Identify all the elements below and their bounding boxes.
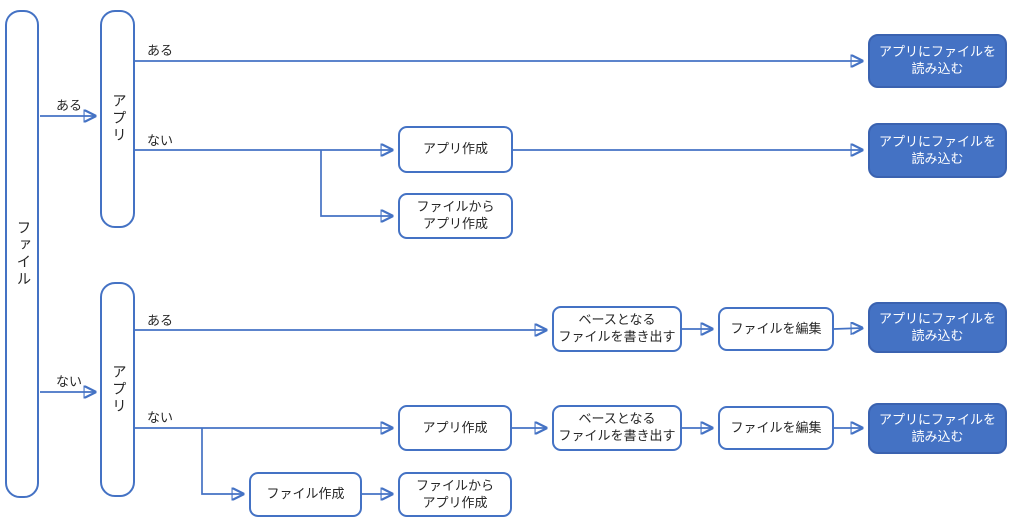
node-create-app-from-file-bottom-label: ファイルから アプリ作成: [415, 477, 494, 510]
node-export-base-top: ベースとなる ファイルを書き出す: [552, 306, 682, 352]
node-create-app-from-file-top-label: ファイルから アプリ作成: [416, 199, 495, 231]
edge-label-file-yes: ある: [56, 98, 83, 113]
node-edit-file-bottom: ファイルを編集: [718, 406, 834, 450]
edge-edit-top-to-load3: [833, 328, 862, 329]
node-create-app-from-file-bottom: ファイルから アプリ作成: [398, 472, 512, 517]
node-create-app-bottom: アプリ作成: [398, 405, 512, 451]
edge-label-app-top-no: ない: [147, 133, 174, 148]
node-load-file-3-label: アプリにファイルを 読み込む: [878, 310, 996, 343]
edge-branch-to-create-app-from-file-top: [320, 150, 392, 216]
edge-label-app-top-yes: ある: [147, 43, 174, 58]
node-app-bottom: アプリ: [100, 282, 135, 497]
node-app-bottom-label: アプリ: [109, 363, 126, 416]
node-file: ファイル: [5, 10, 39, 498]
node-load-file-1: アプリにファイルを 読み込む: [868, 34, 1007, 88]
node-edit-file-top-label: ファイルを編集: [730, 320, 822, 336]
node-export-base-bottom-label: ベースとなる ファイルを書き出す: [558, 411, 676, 443]
edge-label-app-bottom-no: ない: [147, 410, 174, 425]
node-create-file-label: ファイル作成: [266, 486, 345, 502]
node-app-top: アプリ: [100, 10, 135, 228]
node-load-file-4-label: アプリにファイルを 読み込む: [878, 411, 996, 444]
node-create-app-top: アプリ作成: [398, 126, 513, 173]
edge-branch-to-create-file: [201, 428, 243, 494]
node-load-file-3: アプリにファイルを 読み込む: [868, 302, 1007, 353]
node-export-base-bottom: ベースとなる ファイルを書き出す: [552, 405, 682, 451]
node-load-file-2-label: アプリにファイルを 読み込む: [878, 133, 996, 166]
edge-label-app-bottom-yes: ある: [147, 313, 174, 328]
node-load-file-4: アプリにファイルを 読み込む: [868, 403, 1007, 454]
node-create-file: ファイル作成: [249, 472, 362, 517]
edge-label-file-no: ない: [56, 374, 83, 389]
node-file-label: ファイル: [14, 219, 31, 289]
node-create-app-bottom-label: アプリ作成: [422, 419, 488, 435]
node-edit-file-bottom-label: ファイルを編集: [730, 419, 822, 435]
node-app-top-label: アプリ: [109, 93, 126, 145]
node-create-app-from-file-top: ファイルから アプリ作成: [398, 193, 513, 239]
node-load-file-2: アプリにファイルを 読み込む: [868, 123, 1007, 178]
node-create-app-top-label: アプリ作成: [422, 141, 488, 157]
node-load-file-1-label: アプリにファイルを 読み込む: [878, 44, 996, 76]
node-export-base-top-label: ベースとなる ファイルを書き出す: [558, 312, 676, 344]
node-edit-file-top: ファイルを編集: [718, 307, 834, 351]
